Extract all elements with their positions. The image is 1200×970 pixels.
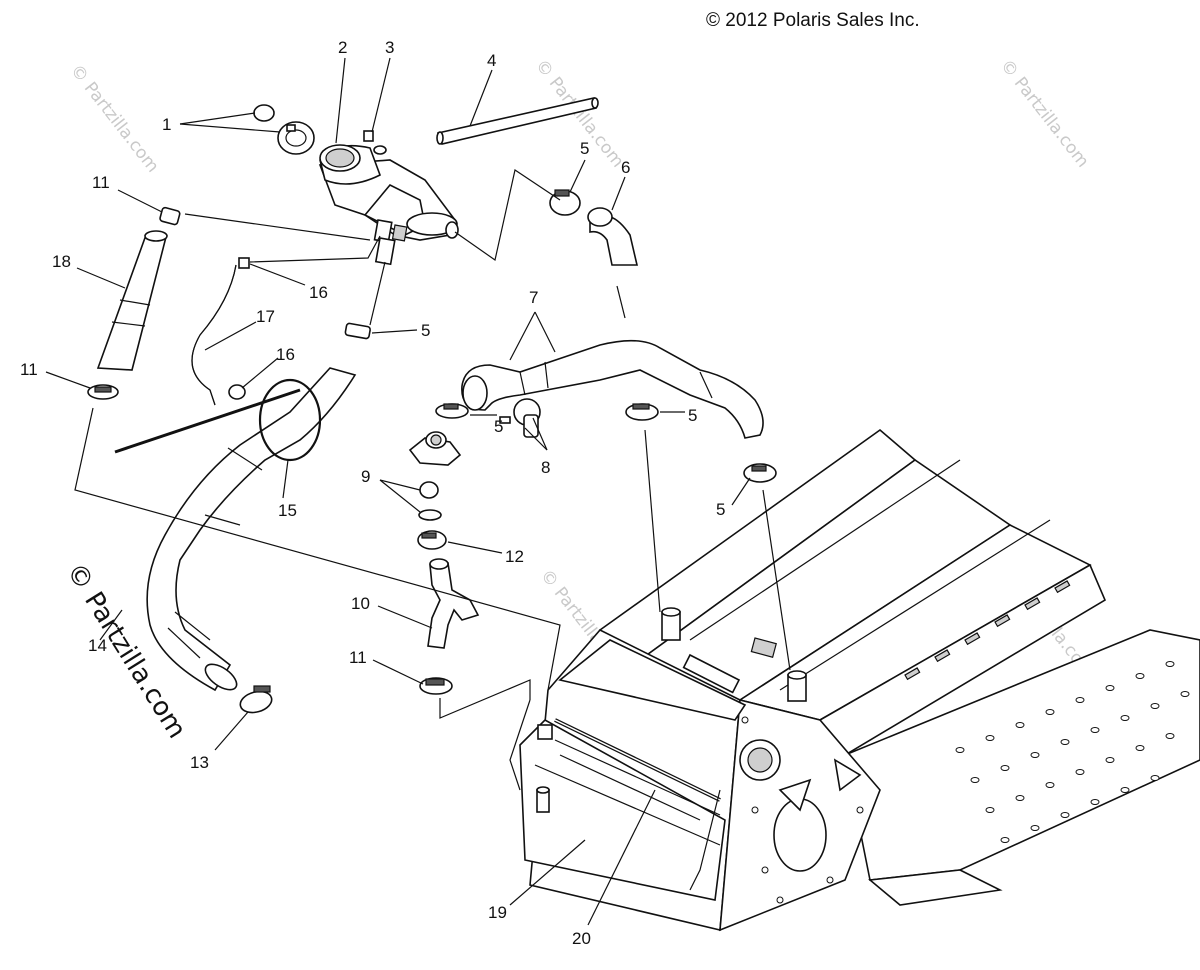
hose-17: [191, 264, 237, 406]
running-board-holes: [955, 661, 1190, 843]
tie-strap-15: [114, 378, 322, 462]
cap-seal-ring: [253, 104, 275, 122]
leader-lines: [74, 169, 791, 719]
clip-8: [499, 398, 541, 438]
clamp-5-mid-left: [435, 403, 469, 419]
callout-8: 8: [541, 458, 550, 477]
callout-4: 4: [487, 51, 496, 70]
thermostat-9: [418, 481, 442, 521]
hose-10: [427, 558, 480, 649]
callout-9: 9: [361, 467, 370, 486]
callout-numbers: 1 2 3 4 5 5 5 5 5 5 6 7 8 9 10 11 11 11 …: [20, 38, 725, 948]
clamp-5-bottle: [344, 322, 371, 340]
callout-13: 13: [190, 753, 209, 772]
callout-12: 12: [505, 547, 524, 566]
clamp-12: [417, 530, 447, 550]
callout-18: 18: [52, 252, 71, 271]
callout-7: 7: [529, 288, 538, 307]
clamp-11-lower: [419, 677, 453, 695]
callout-10: 10: [351, 594, 370, 613]
callout-11b: 11: [20, 360, 38, 379]
vent-tube: [436, 97, 599, 145]
clamp-5-top: [549, 189, 581, 216]
watermark: © Partzilla.com: [66, 61, 163, 177]
callout-1: 1: [162, 115, 171, 134]
hose-6: [587, 207, 639, 266]
callout-5b: 5: [421, 321, 430, 340]
callout-16b: 16: [276, 345, 295, 364]
callout-3: 3: [385, 38, 394, 57]
callout-16a: 16: [309, 283, 328, 302]
coolant-bottle: [318, 144, 459, 266]
filler-cap: [277, 121, 315, 155]
rail-slots: [904, 580, 1071, 681]
callout-5e: 5: [716, 500, 725, 519]
thermostat-housing: [408, 431, 462, 466]
watermark: © Partzilla.com: [996, 56, 1093, 172]
callout-15: 15: [278, 501, 297, 520]
callout-6: 6: [621, 158, 630, 177]
fitting-16-top: [238, 257, 250, 269]
callout-17: 17: [256, 307, 275, 326]
callout-19: 19: [488, 903, 507, 922]
fitting-16-bottom: [228, 384, 246, 400]
clamp-13: [239, 685, 273, 714]
bulkhead-holes: [741, 716, 864, 904]
clamp-11-top: [159, 206, 181, 226]
callout-11c: 11: [349, 648, 367, 667]
callout-5d: 5: [688, 406, 697, 425]
hose-18: [96, 230, 168, 371]
hose-7: [461, 339, 764, 439]
callout-14: 14: [88, 636, 107, 655]
clamp-5-right: [743, 463, 777, 483]
callout-20: 20: [572, 929, 591, 948]
chassis-tunnel: [509, 428, 1200, 932]
callout-11a: 11: [92, 173, 110, 192]
copyright-notice: © 2012 Polaris Sales Inc.: [706, 10, 920, 31]
callout-leaders: [45, 57, 751, 926]
callout-5c: 5: [494, 417, 503, 436]
clamp-5-mid-right: [625, 403, 659, 421]
fitting-3: [363, 130, 374, 142]
hose-14: [146, 367, 357, 692]
callout-2: 2: [338, 38, 347, 57]
clamp-11-left: [87, 384, 119, 400]
callout-5a: 5: [580, 139, 589, 158]
